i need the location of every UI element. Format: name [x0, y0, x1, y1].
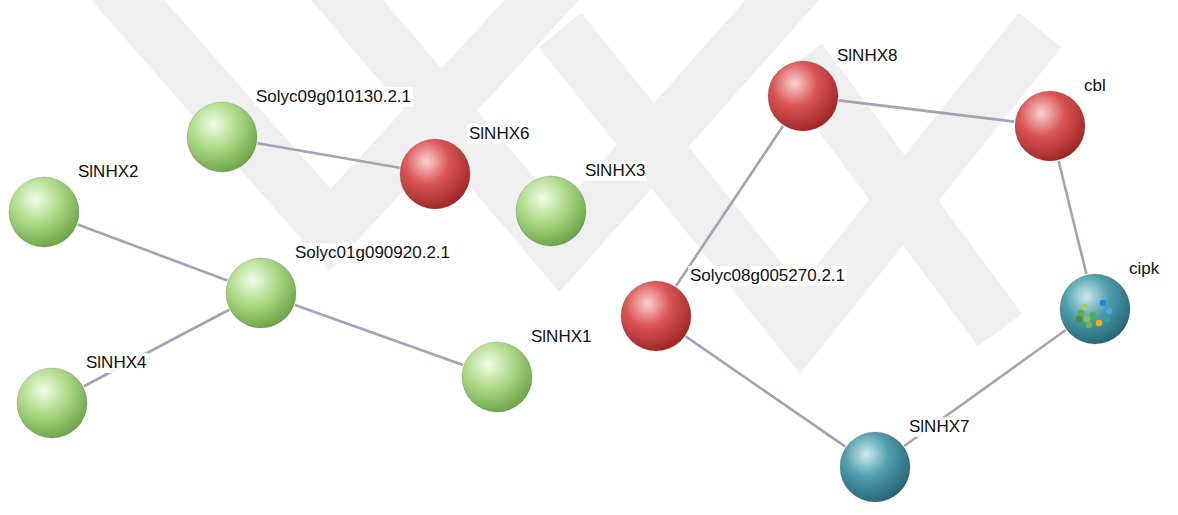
node-label: SlNHX1	[529, 327, 593, 347]
node-label: SlNHX2	[76, 162, 140, 182]
node-label: cipk	[1127, 259, 1161, 279]
node-label: Solyc09g010130.2.1	[254, 87, 413, 107]
interaction-edge	[295, 305, 463, 365]
node-sphere	[515, 175, 587, 247]
interaction-edge	[78, 225, 228, 281]
interaction-edge	[676, 126, 783, 286]
node-sphere	[16, 367, 88, 439]
node-sphere	[1059, 273, 1131, 345]
protein-node: Solyc08g005270.2.1	[620, 280, 692, 352]
node-sphere	[225, 257, 297, 329]
protein-node: SlNHX1	[461, 341, 533, 413]
protein-node: SlNHX2	[8, 176, 80, 248]
interaction-edge	[686, 336, 846, 446]
node-label: Solyc08g005270.2.1	[688, 266, 847, 286]
node-label: cbl	[1082, 76, 1108, 96]
node-label: SlNHX7	[907, 417, 971, 437]
node-label: SlNHX3	[583, 161, 647, 181]
node-label: SlNHX6	[467, 124, 531, 144]
protein-node: SlNHX7	[839, 431, 911, 503]
node-sphere	[186, 101, 258, 173]
interaction-edge	[904, 330, 1066, 446]
interaction-edge	[84, 310, 229, 386]
interaction-edge	[257, 143, 399, 168]
protein-node: SlNHX8	[767, 60, 839, 132]
node-sphere	[620, 280, 692, 352]
interaction-edge	[839, 100, 1015, 121]
node-sphere	[1014, 90, 1086, 162]
protein-node: Solyc09g010130.2.1	[186, 101, 258, 173]
node-sphere	[839, 431, 911, 503]
protein-node: SlNHX3	[515, 175, 587, 247]
protein-node: cipk	[1059, 273, 1131, 345]
node-label: SlNHX8	[835, 46, 899, 66]
node-sphere	[8, 176, 80, 248]
protein-node: SlNHX6	[399, 138, 471, 210]
node-label: Solyc01g090920.2.1	[293, 243, 452, 263]
interaction-edge	[1059, 161, 1087, 274]
node-sphere	[767, 60, 839, 132]
node-sphere	[399, 138, 471, 210]
node-sphere	[461, 341, 533, 413]
node-label: SlNHX4	[84, 353, 148, 373]
protein-node: SlNHX4	[16, 367, 88, 439]
protein-node: Solyc01g090920.2.1	[225, 257, 297, 329]
protein-node: cbl	[1014, 90, 1086, 162]
